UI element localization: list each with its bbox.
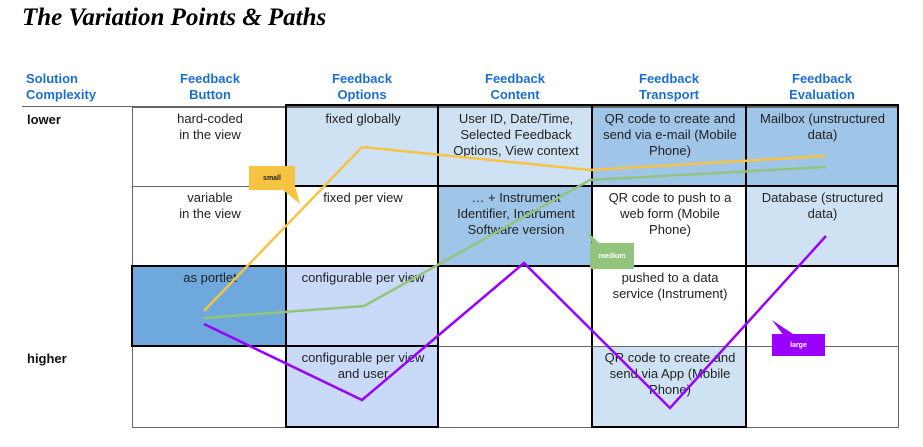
grid-cell bbox=[438, 346, 593, 428]
grid-cell bbox=[132, 346, 287, 428]
grid-cell bbox=[438, 266, 593, 347]
row-label: lower bbox=[27, 112, 61, 127]
row-label: higher bbox=[27, 351, 67, 366]
grid-cell: as portlet bbox=[132, 266, 287, 347]
large-path-label: large bbox=[772, 334, 825, 356]
grid-cell: fixed globally bbox=[286, 107, 439, 187]
small-path-label: small bbox=[249, 166, 295, 190]
medium-path-label: medium bbox=[590, 243, 634, 269]
grid-cell bbox=[746, 346, 899, 428]
grid-top-line bbox=[22, 106, 899, 107]
grid-cell: fixed per view bbox=[286, 186, 439, 267]
page-title: The Variation Points & Paths bbox=[22, 4, 327, 31]
grid-cell: configurable per view bbox=[286, 266, 439, 347]
